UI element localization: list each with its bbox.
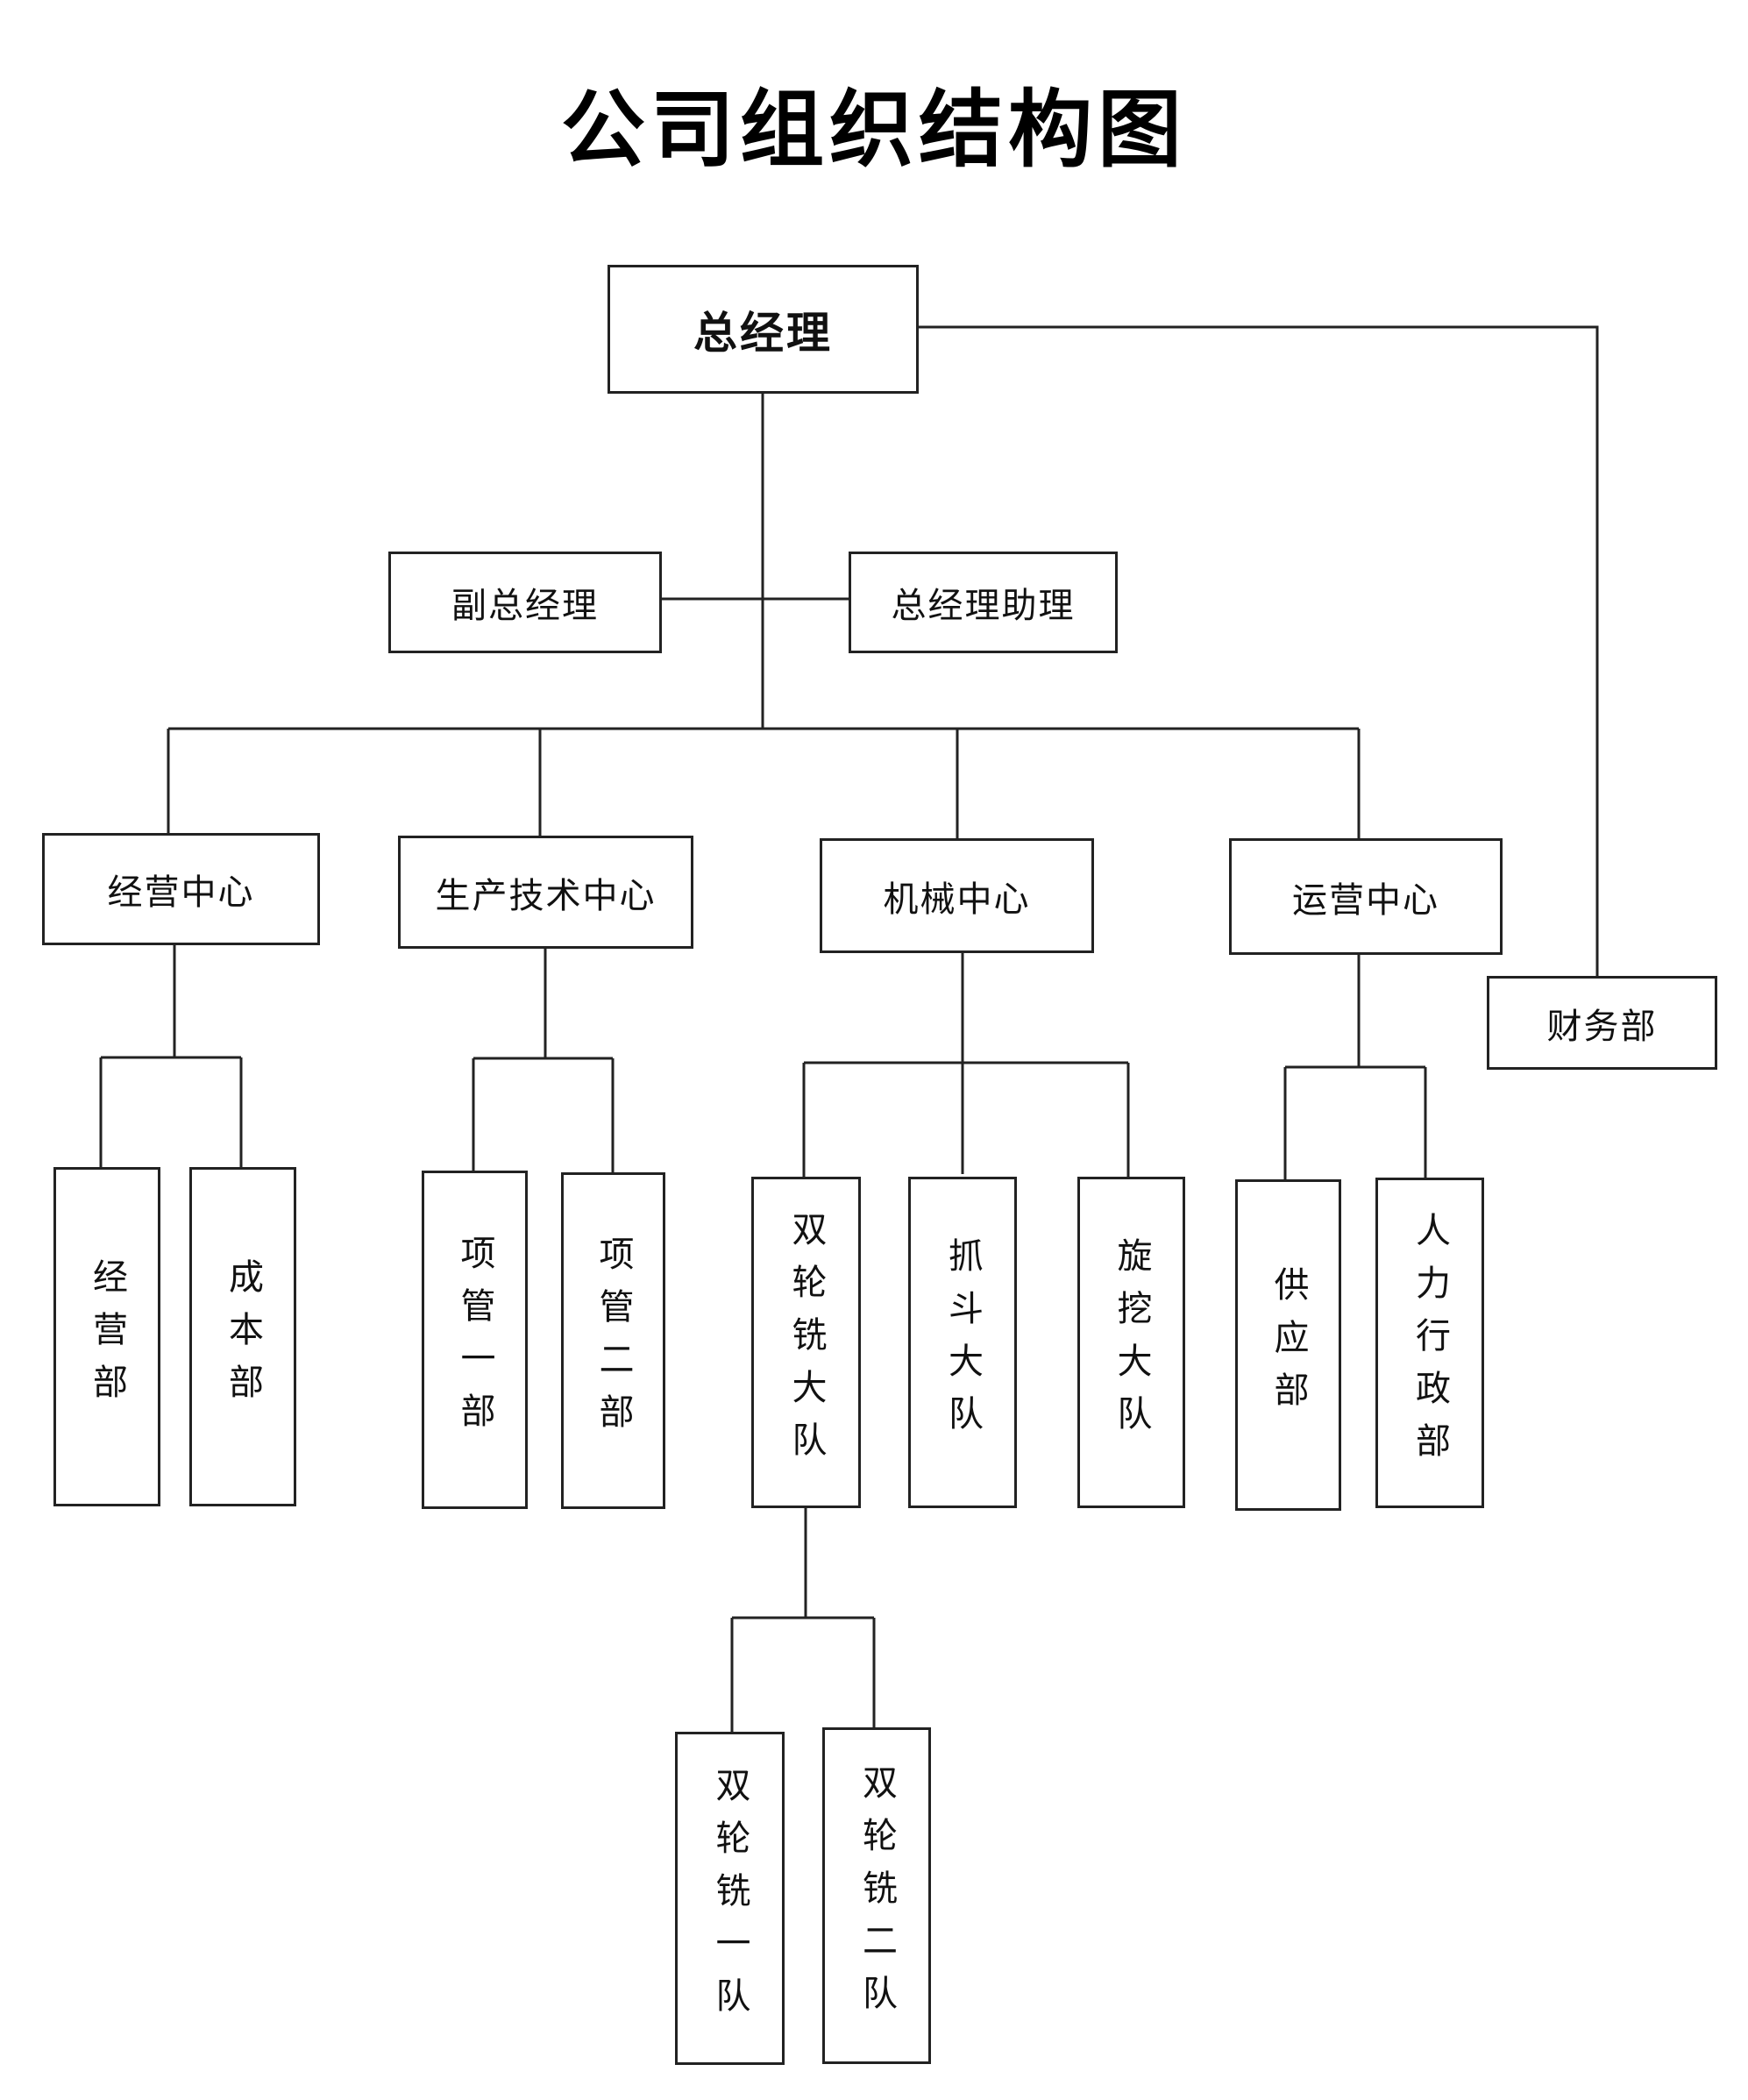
node-label: 总经理助理 [891,586,1076,626]
node-label: 运营中心 [1292,879,1439,921]
node-label: 经营部 [87,1257,127,1416]
node-production-tech-center: 生产技术中心 [398,836,693,949]
node-grab-bucket-brigade: 抓斗大队 [908,1177,1017,1508]
node-business-center: 经营中心 [42,833,320,945]
node-label: 双轮铣一队 [709,1767,750,2030]
node-gm: 总经理 [608,265,919,394]
node-project-dept-1: 项管一部 [422,1171,528,1509]
node-label: 财务部 [1546,1006,1658,1047]
node-operations-center: 运营中心 [1229,838,1503,955]
node-cost-dept: 成本部 [189,1167,296,1506]
node-label: 副总经理 [451,586,599,626]
node-hr-admin-dept: 人力行政部 [1375,1178,1484,1508]
node-finance: 财务部 [1487,976,1717,1070]
node-business-dept: 经营部 [53,1167,160,1506]
node-supply-dept: 供应部 [1235,1179,1341,1511]
node-label: 双轮铣大队 [785,1211,827,1474]
node-label: 生产技术中心 [435,875,657,916]
node-label: 双轮铣二队 [856,1764,897,2027]
node-label: 供应部 [1268,1266,1309,1424]
node-twin-wheel-mill-team-1: 双轮铣一队 [675,1732,785,2065]
node-twin-wheel-mill-team-2: 双轮铣二队 [822,1727,931,2064]
node-label: 机械中心 [883,879,1031,920]
node-label: 旋挖大队 [1111,1237,1152,1448]
node-label: 项管二部 [593,1235,634,1446]
node-label: 项管一部 [454,1235,495,1445]
node-machinery-center: 机械中心 [820,838,1094,953]
node-label: 抓斗大队 [942,1237,983,1448]
chart-title: 公司组织结构图 [561,81,1187,179]
node-rotary-drill-brigade: 旋挖大队 [1077,1177,1185,1508]
node-label: 经营中心 [107,872,255,913]
node-label: 成本部 [223,1257,263,1416]
node-label: 总经理 [693,307,833,359]
node-gm-assistant: 总经理助理 [849,552,1118,653]
node-deputy-gm: 副总经理 [388,552,662,653]
node-project-dept-2: 项管二部 [561,1172,665,1509]
node-label: 人力行政部 [1410,1211,1450,1475]
node-twin-wheel-mill-brigade: 双轮铣大队 [751,1177,861,1508]
connector [919,325,1599,976]
